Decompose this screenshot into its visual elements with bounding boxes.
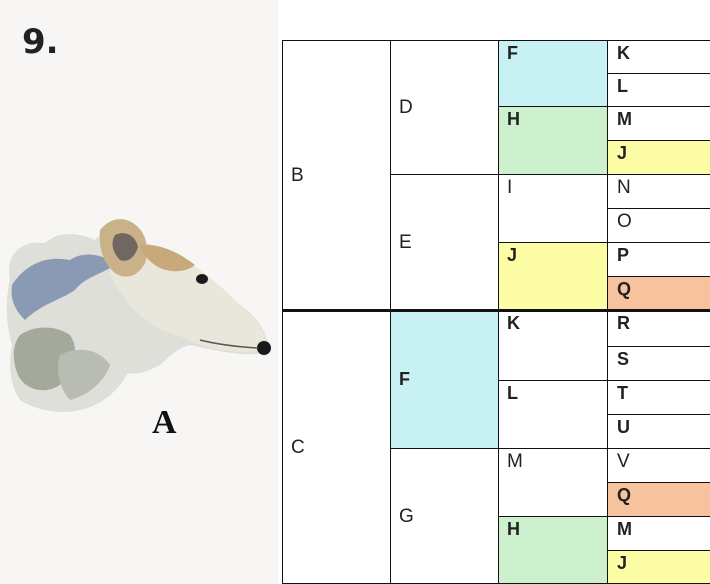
- puzzle-number: 9.: [22, 22, 59, 62]
- tree-leaf-highlighted: Q: [607, 482, 710, 516]
- tree-divider: [390, 40, 391, 584]
- tree-divider: [607, 40, 608, 584]
- tree-divider: [498, 40, 499, 584]
- tree-node-level3: I: [507, 177, 513, 198]
- tree-leaf-highlighted: Q: [607, 276, 710, 310]
- tree-divider: [390, 174, 710, 175]
- tree-leaf: T: [617, 383, 628, 403]
- tree-divider: [390, 448, 710, 449]
- borzoi-head-illustration: [6, 219, 271, 412]
- tree-leaf: P: [617, 245, 630, 265]
- tree-node-level1-bottom: C: [291, 436, 305, 458]
- illustration-panel: 9. A: [0, 0, 278, 584]
- tree-divider: [607, 482, 710, 483]
- tree-node-level3-highlighted: J: [498, 242, 607, 310]
- tree-node-level3-highlighted: H: [498, 106, 607, 174]
- tree-node-level3: L: [507, 383, 518, 403]
- subject-label: A: [152, 404, 177, 441]
- tree-divider: [607, 208, 710, 209]
- tree-leaf-highlighted: J: [607, 140, 710, 174]
- tree-leaf: M: [617, 109, 632, 129]
- tree-leaf-highlighted: J: [607, 550, 710, 584]
- tree-leaf: U: [617, 417, 630, 437]
- tree-leaf: M: [617, 519, 632, 539]
- tree-node-level3: M: [507, 451, 523, 472]
- tree-leaf: L: [617, 76, 628, 96]
- tree-border-top: [282, 40, 710, 41]
- tree-node-level2: G: [399, 505, 414, 527]
- tree-divider: [498, 242, 710, 243]
- tree-divider: [607, 550, 710, 551]
- tree-divider: [498, 516, 710, 517]
- tree-divider: [607, 140, 710, 141]
- tree-node-level2: D: [399, 96, 413, 118]
- tree-divider: [498, 380, 710, 381]
- tree-node-level1-top: B: [291, 164, 304, 186]
- tree-node-level2: E: [399, 231, 412, 253]
- tree-leaf: K: [617, 43, 630, 63]
- tree-node-level3-highlighted: F: [498, 40, 607, 106]
- tree-leaf: N: [617, 177, 631, 198]
- tree-divider: [607, 73, 710, 74]
- tree-divider: [607, 276, 710, 277]
- tree-divider: [498, 106, 710, 107]
- tree-main-divider: [282, 309, 710, 312]
- tree-leaf: S: [617, 349, 630, 369]
- tree-divider: [607, 414, 710, 415]
- tree-node-level3: K: [507, 313, 520, 333]
- tree-node-level2-highlighted: F: [390, 310, 498, 448]
- tree-node-level3-highlighted: H: [498, 516, 607, 584]
- tree-leaf: V: [617, 451, 630, 472]
- tree-leaf: R: [617, 313, 630, 333]
- tree-leaf: O: [617, 211, 632, 232]
- tree-border-left: [282, 40, 283, 584]
- tree-divider: [607, 346, 710, 347]
